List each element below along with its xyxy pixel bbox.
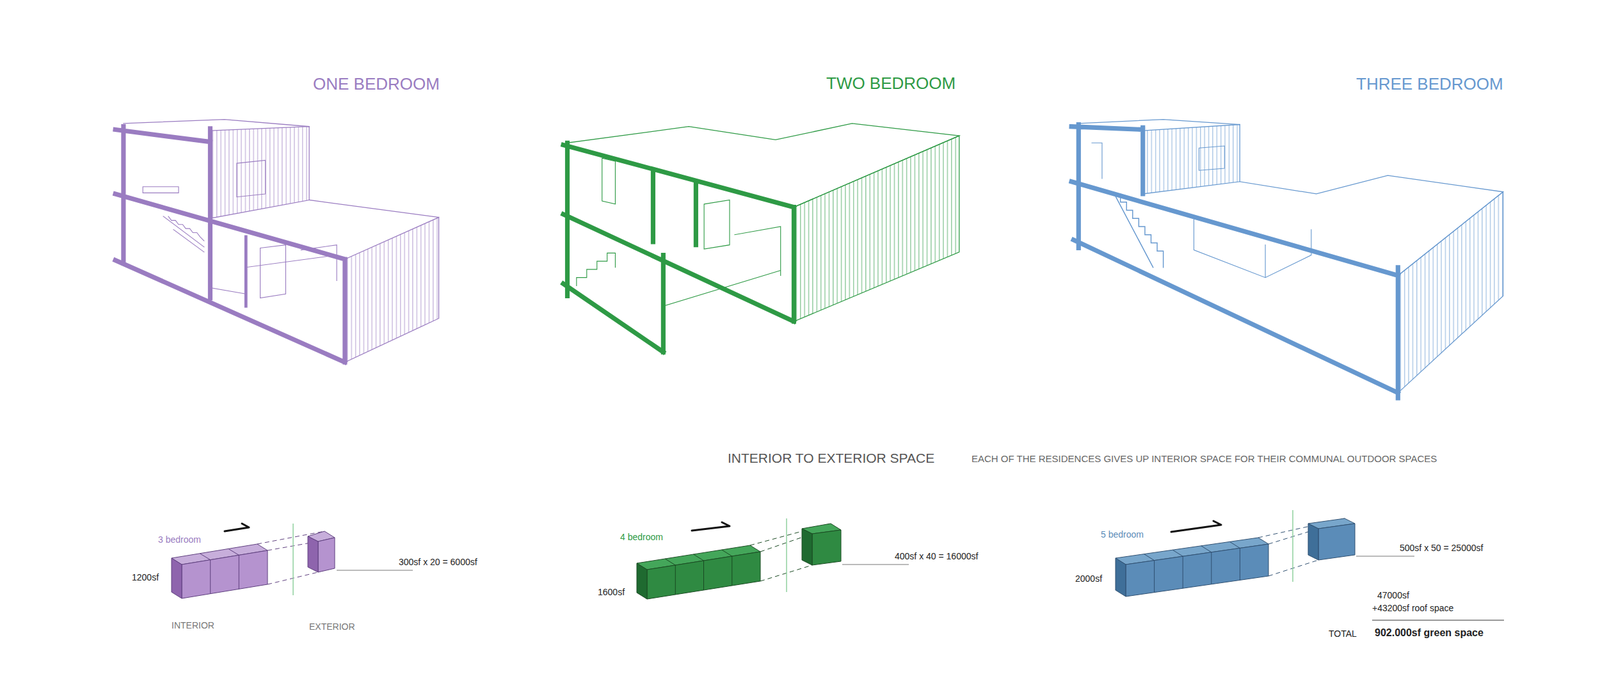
column-label: INTERIOR [171, 620, 215, 631]
unit-label: 4 bedroom [620, 531, 664, 543]
leader-lines [336, 556, 1504, 621]
section-title: THREE BEDROOM [1356, 74, 1504, 95]
cube-divider [200, 549, 240, 594]
section-title: ONE BEDROOM [312, 74, 440, 95]
cube-divider [1144, 541, 1241, 592]
section-cut [1071, 124, 1398, 399]
total-value: 902.000sf green space [1374, 627, 1484, 639]
roof-edge [567, 123, 959, 208]
unit-label: 5 bedroom [1100, 529, 1144, 540]
note: EACH OF THE RESIDENCES GIVES UP INTERIOR… [971, 453, 1437, 464]
door [260, 245, 287, 299]
block-face [1318, 523, 1355, 560]
green-blocks [636, 523, 841, 600]
two-bedroom-section [563, 123, 960, 352]
direction-arrows [224, 520, 1222, 532]
direction-arrow [224, 523, 249, 532]
area-calculation: 500sf x 50 = 25000sf [1399, 542, 1483, 553]
separator-line [292, 523, 294, 596]
section-cut [244, 236, 248, 306]
sub-heading: INTERIOR TO EXTERIOR SPACE [727, 450, 935, 466]
column-label: EXTERIOR [309, 621, 356, 632]
section-cut [563, 142, 794, 352]
door [704, 200, 730, 250]
block-end [1115, 558, 1126, 597]
hatched-wall [1143, 124, 1240, 194]
stair [163, 216, 205, 253]
area-label: 2000sf [1075, 573, 1103, 584]
block-face [1125, 544, 1269, 597]
direction-arrow [691, 522, 730, 531]
leader-line [336, 570, 413, 571]
block-face [318, 537, 335, 573]
leader-line [1356, 556, 1415, 557]
area-label: 1200sf [131, 572, 159, 583]
section-title: TWO BEDROOM [826, 74, 956, 94]
hatched-wall [344, 217, 440, 363]
separators [293, 510, 1293, 596]
hatched-wall [1397, 192, 1503, 393]
roof-edge [309, 200, 439, 218]
direction-arrow [1171, 520, 1222, 532]
three-bedroom-section [1071, 119, 1503, 399]
separator-line [785, 518, 788, 592]
block-face [181, 550, 268, 599]
total-label: TOTAL [1328, 628, 1357, 639]
block-face [812, 529, 841, 566]
block-end [636, 563, 648, 600]
interior-line [1091, 142, 1312, 278]
block-end [801, 528, 813, 566]
cube-divider [664, 549, 733, 595]
sum-line: +43200sf roof space [1372, 602, 1454, 614]
area-calculation: 300sf x 20 = 6000sf [398, 556, 478, 568]
roof-edge [1078, 119, 1240, 125]
block-end [171, 558, 182, 599]
window [1198, 145, 1225, 171]
leader-line [842, 564, 909, 566]
unit-label: 3 bedroom [158, 534, 201, 545]
area-label: 1600sf [597, 586, 625, 598]
blue-blocks [1115, 518, 1355, 597]
sum-rule [1372, 620, 1504, 621]
sum-line: 47000sf [1377, 590, 1410, 601]
interior-line [663, 226, 781, 306]
separator-line [1292, 510, 1294, 582]
hatched-wall [209, 126, 310, 219]
roof-edge [123, 119, 310, 127]
hatched-wall [793, 135, 959, 322]
axonometric-drawings [115, 119, 1503, 399]
section-cut [115, 126, 345, 363]
skylight [142, 186, 179, 194]
roof-edge [1239, 175, 1503, 276]
door [236, 160, 266, 197]
one-bedroom-section [115, 119, 439, 363]
block-end [1308, 523, 1319, 560]
door [602, 158, 616, 205]
block-end [307, 536, 319, 573]
stair [576, 252, 616, 286]
area-calculation: 400sf x 40 = 16000sf [894, 551, 978, 562]
